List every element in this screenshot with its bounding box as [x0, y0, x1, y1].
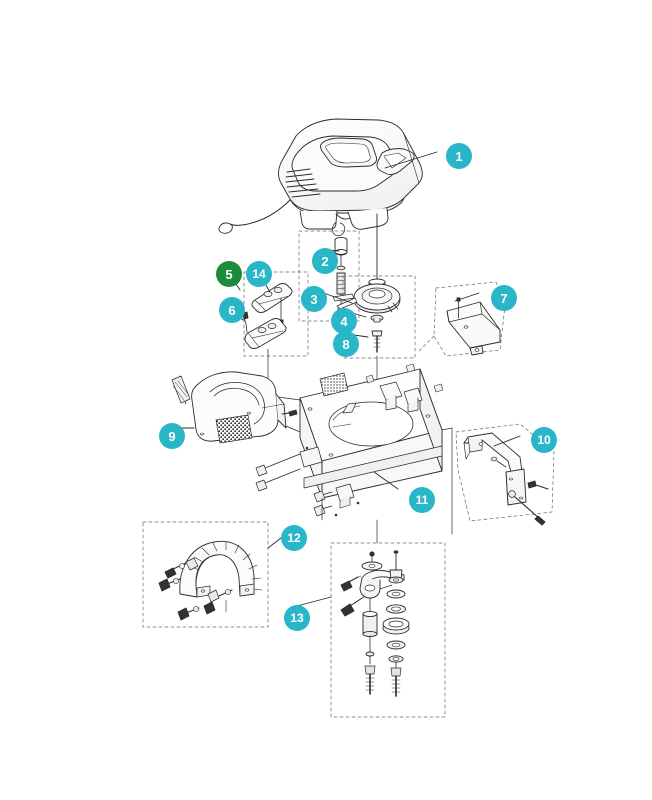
callout-badge-12[interactable]: 12	[281, 525, 307, 551]
callout-badge-13[interactable]: 13	[284, 605, 310, 631]
callout-badge-label: 6	[228, 302, 236, 318]
callout-badge-4[interactable]: 4	[331, 308, 357, 334]
callout-badge-11[interactable]: 11	[409, 487, 435, 513]
callout-badge-label: 7	[500, 290, 508, 306]
callout-badge-2[interactable]: 2	[312, 248, 338, 274]
callout-badge-label: 2	[321, 253, 329, 269]
callout-badge-label: 12	[287, 531, 301, 545]
callout-badge-label: 5	[225, 266, 233, 282]
bracket-right	[417, 281, 506, 357]
height-adjust-assembly	[330, 519, 446, 718]
callout-badge-label: 13	[290, 611, 304, 625]
front-housing-shroud	[171, 371, 301, 444]
callout-badge-9[interactable]: 9	[159, 423, 185, 449]
blade-disc-assembly	[332, 213, 416, 431]
callout-badge-label: 10	[537, 433, 551, 447]
callout-badge-label: 14	[252, 267, 266, 281]
callout-badge-6[interactable]: 6	[219, 297, 245, 323]
callout-badge-5[interactable]: 5	[216, 261, 242, 287]
callout-badge-label: 11	[415, 493, 429, 507]
callout-badge-label: 8	[342, 336, 350, 352]
curved-guard-assembly	[142, 521, 269, 628]
body-cover-assembly	[218, 118, 423, 234]
main-chassis-frame	[255, 363, 453, 535]
callout-badge-1[interactable]: 1	[446, 143, 472, 169]
callout-badge-label: 9	[168, 428, 176, 444]
keypad-assembly	[241, 271, 309, 401]
callout-badge-3[interactable]: 3	[301, 286, 327, 312]
callout-badge-label: 4	[340, 313, 348, 329]
callout-badge-8[interactable]: 8	[333, 331, 359, 357]
callout-badge-label: 1	[455, 148, 463, 164]
callout-badge-label: 3	[310, 291, 318, 307]
callout-badge-10[interactable]: 10	[531, 427, 557, 453]
callout-badge-7[interactable]: 7	[491, 285, 517, 311]
rear-support-bracket	[455, 423, 555, 526]
callout-badge-14[interactable]: 14	[246, 261, 272, 287]
